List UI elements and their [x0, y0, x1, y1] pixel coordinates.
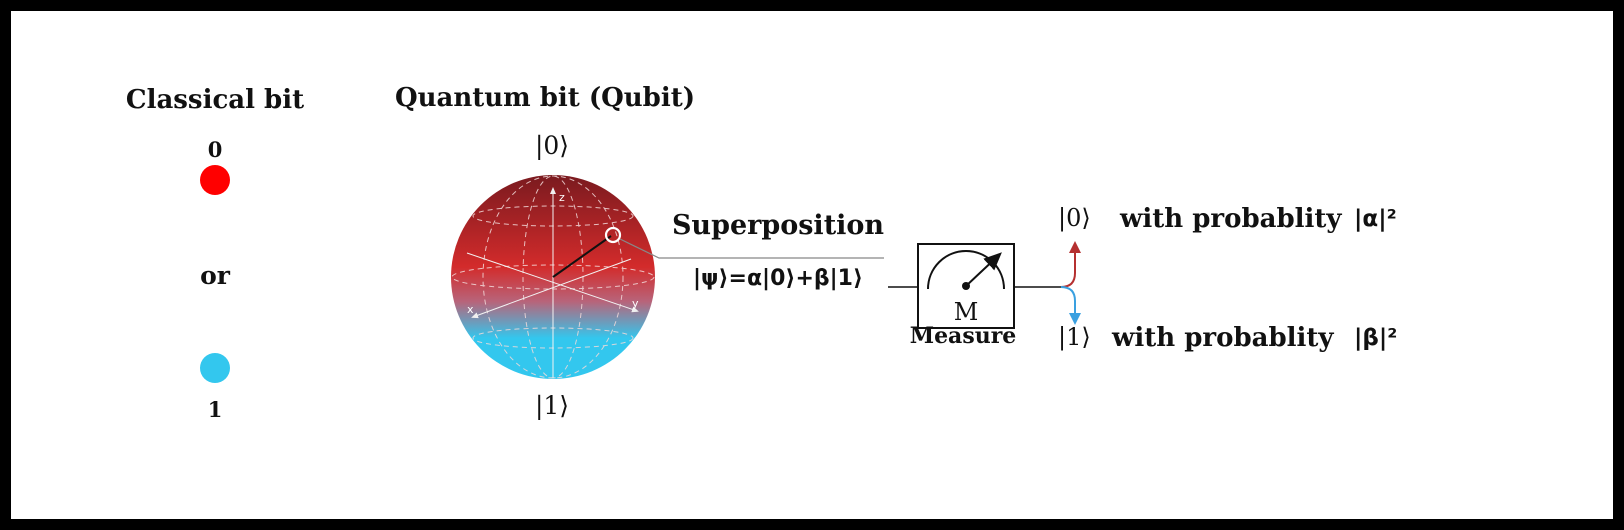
diagram-canvas: z x y Classical bit 0 or 1 Quantum bit: [11, 11, 1613, 519]
meter-needle: [965, 252, 1002, 287]
axis-x-label: x: [467, 303, 474, 316]
state-vector: [552, 235, 612, 278]
state-point: [604, 226, 622, 244]
outcome-zero-text: with probablity: [1120, 204, 1342, 234]
measure-box: [917, 243, 1015, 329]
classical-zero-dot: [200, 165, 230, 195]
classical-one-dot: [200, 353, 230, 383]
measure-symbol: M: [953, 298, 979, 326]
sphere-axes: [466, 187, 639, 378]
meter-arc: [927, 250, 1005, 290]
diagram-graphics: z x y: [451, 175, 1081, 379]
outcome-one-ket: |1⟩: [1058, 323, 1091, 351]
outcome-one-arrowhead: [1069, 313, 1081, 325]
outcome-zero-prob: |α|²: [1354, 206, 1397, 232]
superposition-title: Superposition: [671, 210, 885, 241]
outcome-zero-ket: |0⟩: [1058, 204, 1091, 232]
measure-label: Measure: [909, 323, 1017, 349]
qubit-top-ket: |0⟩: [534, 131, 570, 160]
classical-zero-label: 0: [207, 137, 223, 162]
outcome-one-arrow: [1060, 286, 1076, 315]
classical-bit-title: Classical bit: [125, 85, 305, 115]
axis-z-label: z: [559, 191, 565, 204]
outcome-zero-arrow: [1060, 251, 1076, 288]
bloch-sphere: z x y: [451, 175, 655, 379]
qubit-bottom-ket: |1⟩: [534, 391, 570, 420]
superposition-equation: |ψ⟩=α|0⟩+β|1⟩: [692, 266, 864, 291]
qubit-title: Quantum bit (Qubit): [394, 83, 696, 113]
outcome-one-prob: |β|²: [1354, 325, 1398, 351]
outcome-zero-arrowhead: [1069, 241, 1081, 253]
classical-or-label: or: [200, 261, 230, 290]
axis-y-label: y: [632, 297, 639, 310]
superposition-pointer: [619, 238, 884, 259]
classical-one-label: 1: [207, 397, 223, 422]
outcome-one-text: with probablity: [1112, 323, 1334, 353]
